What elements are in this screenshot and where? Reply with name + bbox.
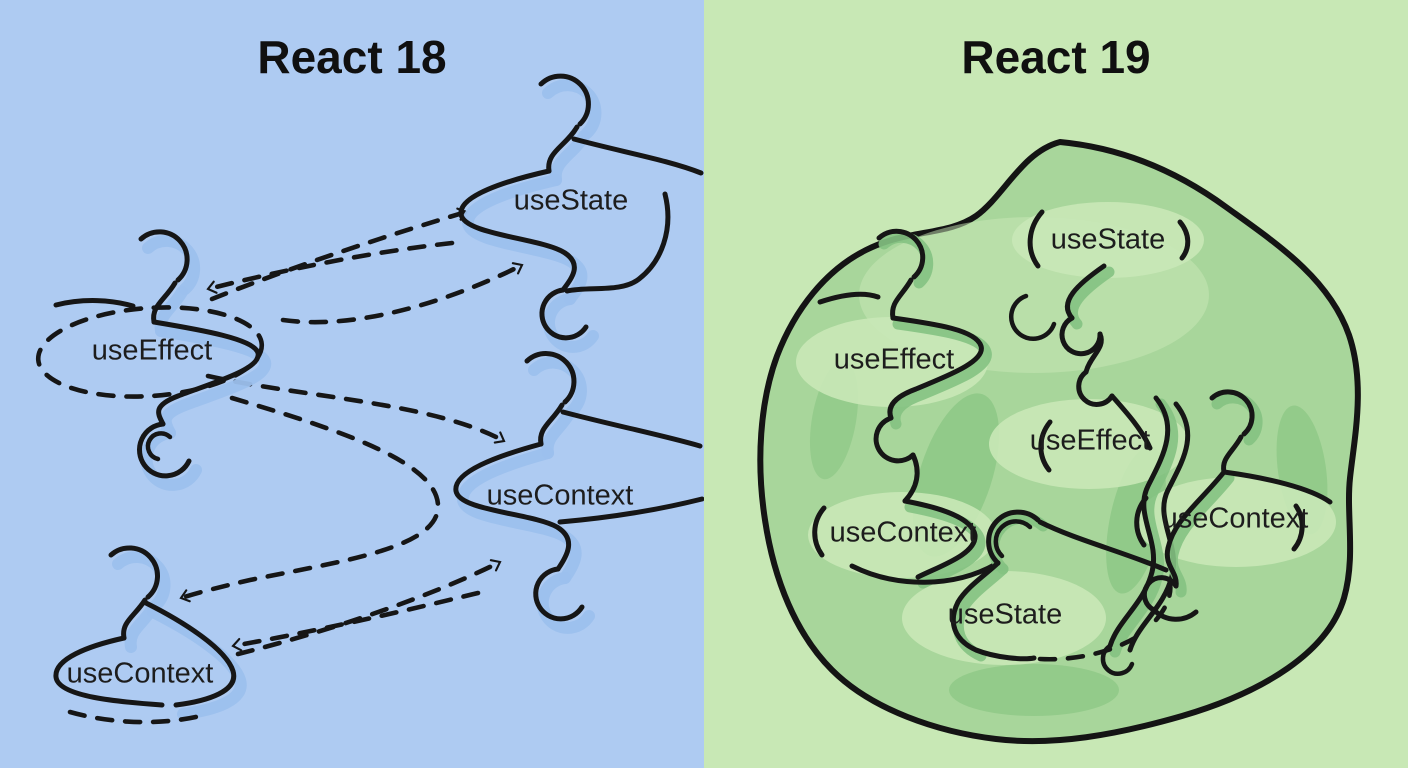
- dashed-arrows: [178, 207, 525, 657]
- arrow-useeffect-to-usestate-lower: [280, 262, 525, 325]
- hook-label-usecontext-bottom: useContext: [66, 657, 214, 690]
- hook-label-usecontext-right: useContext: [1161, 502, 1309, 535]
- usecontext-bottom-hook-eye-icon: [108, 545, 160, 600]
- usestate-bottom-dashes: [1037, 628, 1149, 662]
- hook-label-useeffect-left: useEffect: [833, 343, 955, 376]
- hook-label-useeffect-mid: useEffect: [1029, 424, 1151, 457]
- arrow-usestate-to-useeffect: [205, 240, 455, 294]
- usestate-hook-tail-icon: [539, 287, 589, 341]
- hook-label-usestate: useState: [513, 184, 629, 217]
- left-panel-title: React 18: [257, 31, 447, 83]
- useeffect-left-eye-icon: [876, 228, 926, 280]
- hook-drawing-usecontext-bl: [812, 498, 999, 589]
- panel-react-19: React 19 useState useEffect useEffect us…: [704, 0, 1408, 768]
- usecontext-hook-eye-icon: [524, 351, 577, 405]
- hook-drawing-usecontext: [453, 351, 704, 634]
- usecontext-bottom-dashes: [67, 709, 211, 725]
- hook-drawing-useeffect: [35, 229, 272, 491]
- react-18-drawing: [35, 73, 704, 725]
- hook-drawing-usestate-top: [1008, 209, 1191, 451]
- hook-label-usestate-top: useState: [1050, 223, 1166, 256]
- right-panel-title: React 19: [961, 31, 1151, 83]
- hook-label-useeffect: useEffect: [91, 334, 213, 367]
- arrow-useeffect-to-usecontext: [205, 373, 507, 444]
- useeffect-hook-eye-icon: [138, 229, 190, 283]
- usestate-hook-eye-icon: [538, 73, 591, 127]
- hook-label-usecontext: useContext: [486, 479, 634, 512]
- usecontext-hook-tail-icon: [533, 566, 585, 622]
- hook-drawing-usestate-bottom: [950, 509, 1173, 662]
- useeffect-hook-tail-icon: [137, 421, 192, 479]
- usestate-bottom-eye-icon: [986, 509, 1041, 566]
- hook-drawing-usecontext-bottom: [53, 545, 247, 725]
- panel-react-18: React 18 useState useEffect useContext u…: [0, 0, 704, 768]
- blob-shading: [796, 202, 1336, 716]
- hook-label-usecontext-bl: useContext: [829, 516, 977, 549]
- useeffect-dashed-bubble: [35, 305, 265, 399]
- arrow-loop-to-usecontext-bottom: [178, 395, 441, 603]
- hook-drawing-usestate: [458, 73, 704, 353]
- hook-drawing-useeffect-left: [817, 228, 992, 504]
- usecontext-right-eye-icon: [1209, 389, 1255, 437]
- arrow-usecontext-bottom-to-usecontext: [235, 559, 503, 657]
- hook-drawing-usecontext-right: [1134, 389, 1333, 622]
- hook-label-usestate-bottom: useState: [947, 598, 1063, 631]
- hook-drawing-useeffect-mid: [1038, 395, 1191, 676]
- arrow-useeffect-to-usestate: [209, 207, 469, 302]
- usestate-bottom-dashes-right: [1153, 573, 1173, 623]
- arrow-usecontext-to-usecontext-bottom: [230, 590, 481, 652]
- react-19-drawing: [757, 139, 1361, 745]
